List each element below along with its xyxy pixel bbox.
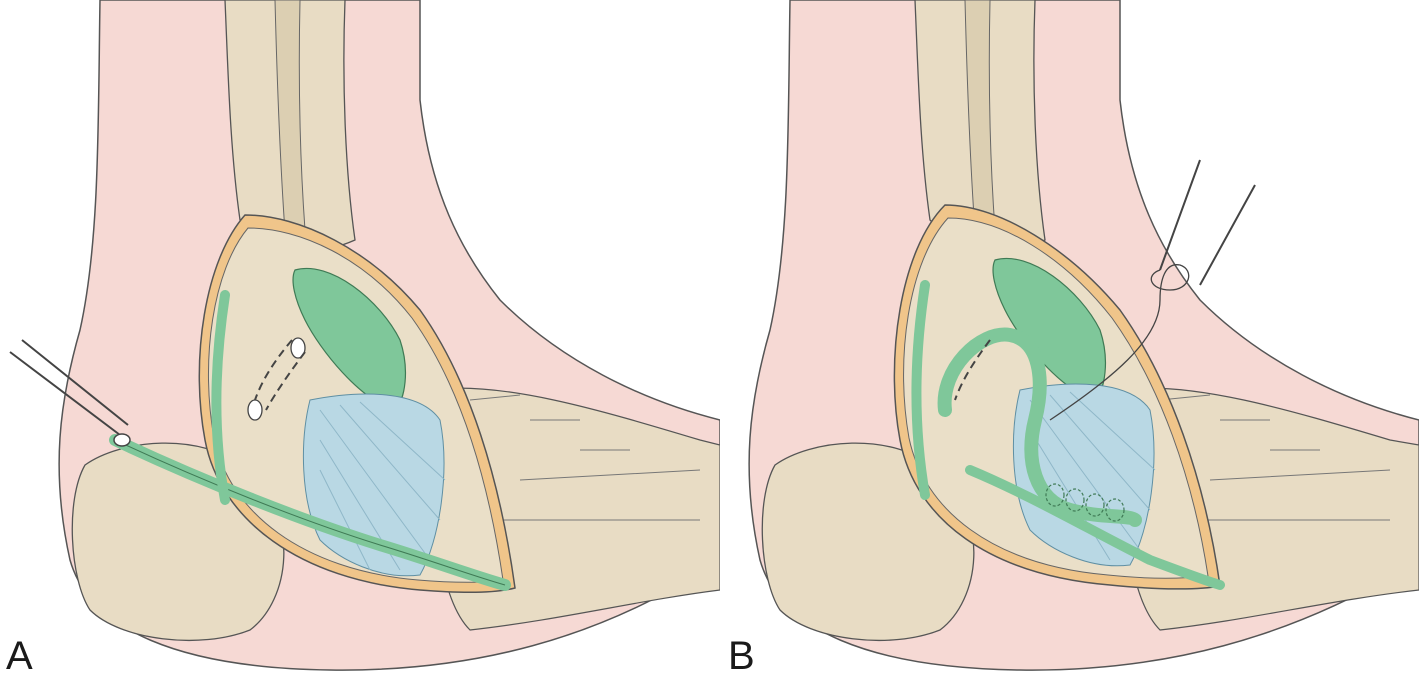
suture-coils [1045,483,1125,522]
drill-hole-bottom [247,399,263,421]
needle-holder-icon [1159,159,1256,286]
drill-hole-top [290,337,306,359]
tendon-base [965,465,1225,590]
forceps-icon [9,339,129,436]
panel-b-illustration [748,0,1419,671]
suture-thread [1049,264,1190,421]
tendon-left-strip [911,280,930,500]
panel-a-illustration [9,0,720,671]
panel-label-b: B [728,634,755,678]
panel-label-a: A [6,634,33,678]
tendon-left-strip [211,290,230,505]
tendon-loop [937,327,1142,527]
